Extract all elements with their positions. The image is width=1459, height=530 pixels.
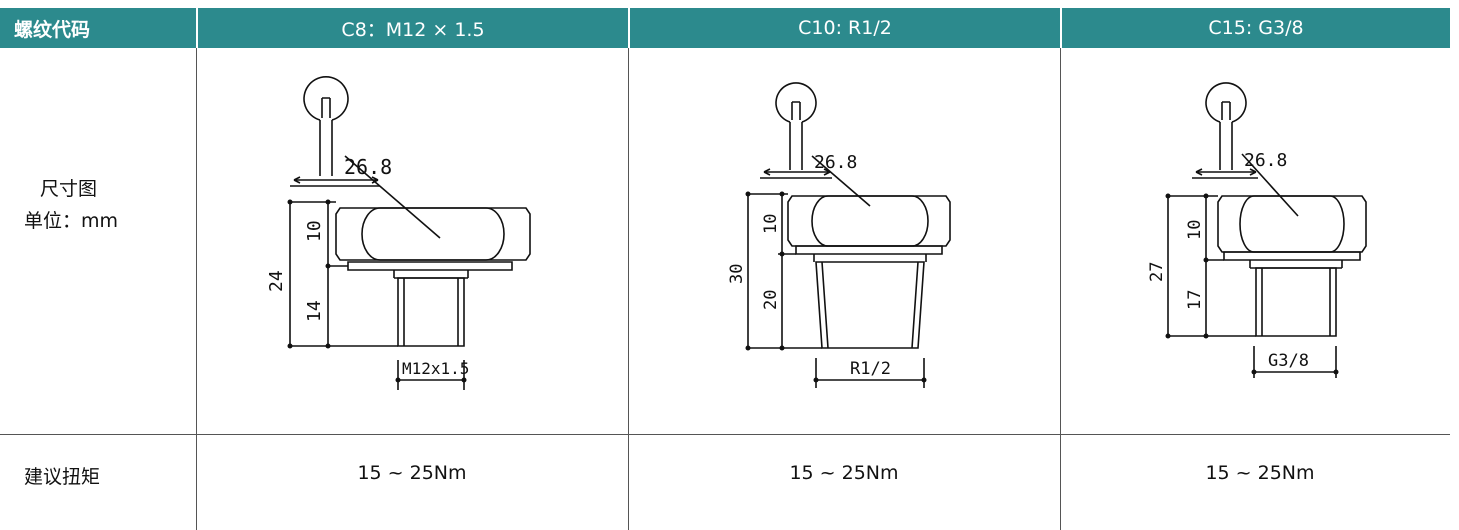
torque-value-c15: 15 ~ 25Nm: [1205, 462, 1315, 484]
header-c15: C15: G3/8: [1062, 8, 1450, 48]
column-divider: [1060, 48, 1061, 530]
torque-value-c10: 15 ~ 25Nm: [789, 462, 899, 484]
dim-hex: 10: [1185, 220, 1205, 240]
column-divider: [628, 48, 629, 530]
header-thread-code: 螺纹代码: [0, 8, 196, 48]
torque-label: 建议扭矩: [24, 466, 101, 488]
dim-total: 27: [1147, 262, 1167, 282]
dim-thread: G3/8: [1268, 351, 1309, 371]
dim-hex: 10: [761, 214, 781, 234]
header-c8: C8：M12 × 1.5: [198, 8, 628, 48]
dim-thread: M12x1.5: [402, 359, 469, 378]
dim-total: 30: [727, 264, 747, 284]
unit-label: 单位：mm: [24, 210, 119, 232]
dim-body: 20: [761, 290, 781, 310]
dim-wrench: 26.8: [1244, 150, 1287, 171]
dim-thread: R1/2: [850, 359, 891, 379]
drawing-c10: 26.8 10 20 30 R1/2: [727, 82, 951, 388]
dim-hex: 10: [304, 220, 325, 242]
dim-body: 14: [304, 300, 325, 322]
dim-body: 17: [1185, 290, 1205, 310]
drawing-c8: 26.8 10 14 24 M12x1.5: [266, 76, 531, 390]
row-divider: [0, 434, 1450, 435]
drawing-c15: 26.8 10 17 27 G3/8: [1147, 82, 1367, 378]
dim-wrench: 26.8: [344, 155, 392, 179]
dim-wrench: 26.8: [814, 152, 857, 173]
dim-total: 24: [266, 270, 287, 292]
column-divider: [196, 48, 197, 530]
header-c10: C10: R1/2: [630, 8, 1060, 48]
dimension-label: 尺寸图: [40, 178, 98, 200]
torque-value-c8: 15 ~ 25Nm: [357, 462, 467, 484]
